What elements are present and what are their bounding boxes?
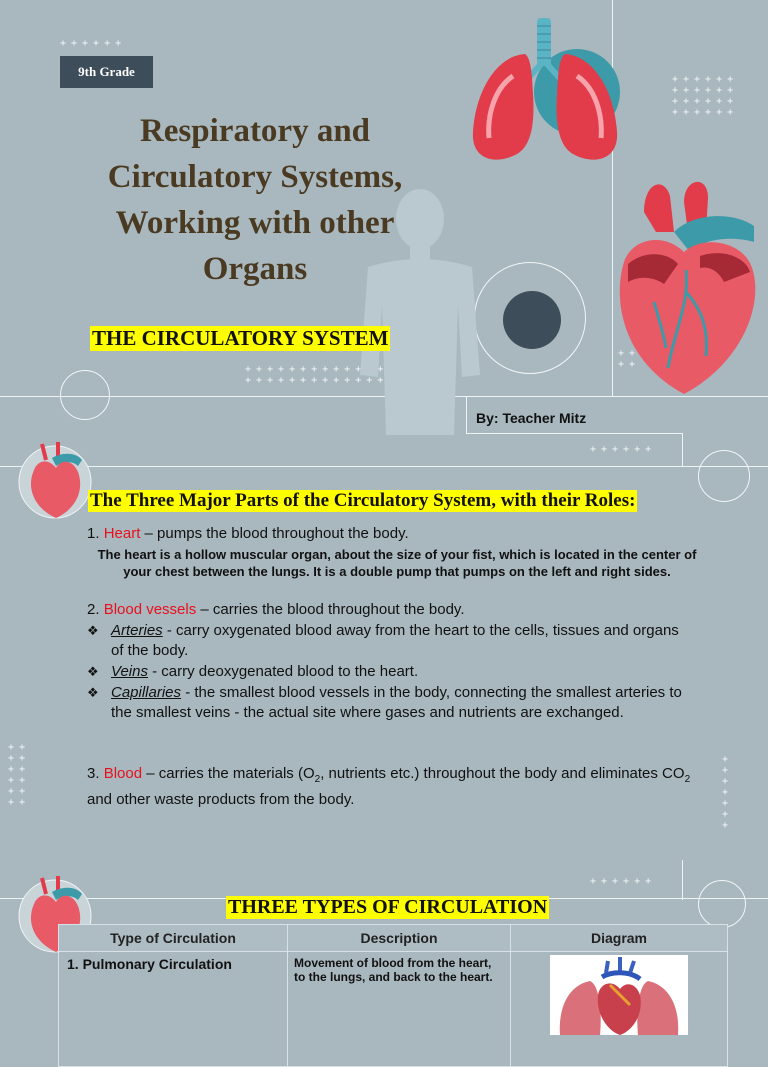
plus-pattern: + + + + + + + [722, 754, 734, 831]
list-item: ❖ Veins - carry deoxygenated blood to th… [87, 662, 687, 682]
title-line: Working with other [115, 205, 395, 241]
section-subtitle: THE CIRCULATORY SYSTEM [90, 326, 391, 351]
table-header-row: Type of Circulation Description Diagram [58, 924, 728, 952]
bullet-icon: ❖ [87, 685, 99, 700]
bullet-term: Capillaries [111, 684, 182, 701]
blood-role: and other waste products from the body. [87, 791, 355, 808]
plus-pattern: +++++++++++++ +++++++++++++ [245, 364, 389, 386]
heart-lungs-diagram [550, 955, 688, 1035]
list-item: ❖ Capillaries - the smallest blood vesse… [87, 683, 687, 723]
decorative-ring [698, 880, 746, 928]
bullet-icon: ❖ [87, 664, 99, 679]
bullet-term: Veins [111, 663, 148, 680]
item-number: 3. [87, 765, 100, 782]
column-header: Diagram [510, 924, 728, 952]
author-byline: By: Teacher Mitz [476, 410, 587, 426]
divider-line [682, 860, 683, 900]
page-title: Respiratory and Circulatory Systems, Wor… [40, 108, 470, 292]
item-number: 2. [87, 601, 100, 618]
vessels-role: – carries the blood throughout the body. [196, 601, 465, 618]
blood-role: , nutrients etc.) throughout the body an… [320, 765, 685, 782]
divider-line [466, 396, 467, 434]
item-number: 1. [87, 525, 100, 542]
bullet-icon: ❖ [87, 623, 99, 638]
section-heading: The Three Major Parts of the Circulatory… [88, 490, 638, 512]
human-silhouette [360, 189, 480, 435]
bullet-text: - carry deoxygenated blood to the heart. [147, 663, 419, 680]
bullet-term: Arteries [111, 622, 163, 639]
decorative-dot [503, 291, 561, 349]
grade-badge: 9th Grade [60, 56, 153, 88]
title-line: Circulatory Systems, [107, 159, 403, 195]
table-row: 1. Pulmonary Circulation Movement of blo… [58, 951, 728, 1067]
title-line: Organs [202, 251, 308, 287]
list-item: ❖ Arteries - carry oxygenated blood away… [87, 621, 687, 661]
subscript: 2 [684, 774, 691, 785]
blood-role: – carries the materials (O [142, 765, 315, 782]
bullet-text: - carry oxygenated blood away from the h… [111, 622, 679, 659]
plus-pattern: ++++++ [590, 444, 657, 455]
plus-pattern: ++ ++ [618, 348, 641, 370]
table-cell: 1. Pulmonary Circulation [58, 951, 288, 1067]
divider-line [0, 396, 768, 397]
table-cell: Movement of blood from the heart, to the… [287, 951, 511, 1067]
divider-line [612, 0, 613, 396]
column-header: Type of Circulation [58, 924, 288, 952]
circulation-table: Type of Circulation Description Diagram … [58, 924, 728, 1067]
bullet-text: - the smallest blood vessels in the body… [111, 684, 682, 721]
vessels-term: Blood vessels [103, 601, 197, 618]
lungs-illustration [472, 18, 620, 160]
plus-pattern: ++++++ ++++++ ++++++ ++++++ [672, 74, 739, 118]
heart-detail: The heart is a hollow muscular organ, ab… [97, 547, 697, 579]
vessels-item: 2. Blood vessels – carries the blood thr… [87, 600, 727, 620]
divider-line [466, 433, 682, 434]
heart-role: – pumps the blood throughout the body. [140, 525, 409, 542]
heart-item: 1. Heart – pumps the blood throughout th… [87, 524, 727, 544]
blood-term: Blood [103, 765, 143, 782]
plus-pattern: ++++++ [60, 38, 127, 49]
divider-line [0, 466, 768, 467]
heart-term: Heart [103, 525, 141, 542]
blood-item: 3. Blood – carries the materials (O2, nu… [87, 764, 717, 810]
title-line: Respiratory and [139, 113, 371, 149]
heart-illustration [619, 181, 756, 394]
decorative-ring [698, 450, 750, 502]
table-cell [510, 951, 728, 1067]
plus-pattern: ++++++ [590, 876, 657, 887]
divider-line [682, 433, 683, 467]
circulation-heading: THREE TYPES OF CIRCULATION [226, 896, 550, 919]
decorative-ring [60, 370, 110, 420]
column-header: Description [287, 924, 511, 952]
subscript: 2 [314, 774, 321, 785]
small-heart-icon [18, 442, 92, 519]
plus-pattern: ++ ++ ++ ++ ++ ++ [8, 742, 31, 808]
